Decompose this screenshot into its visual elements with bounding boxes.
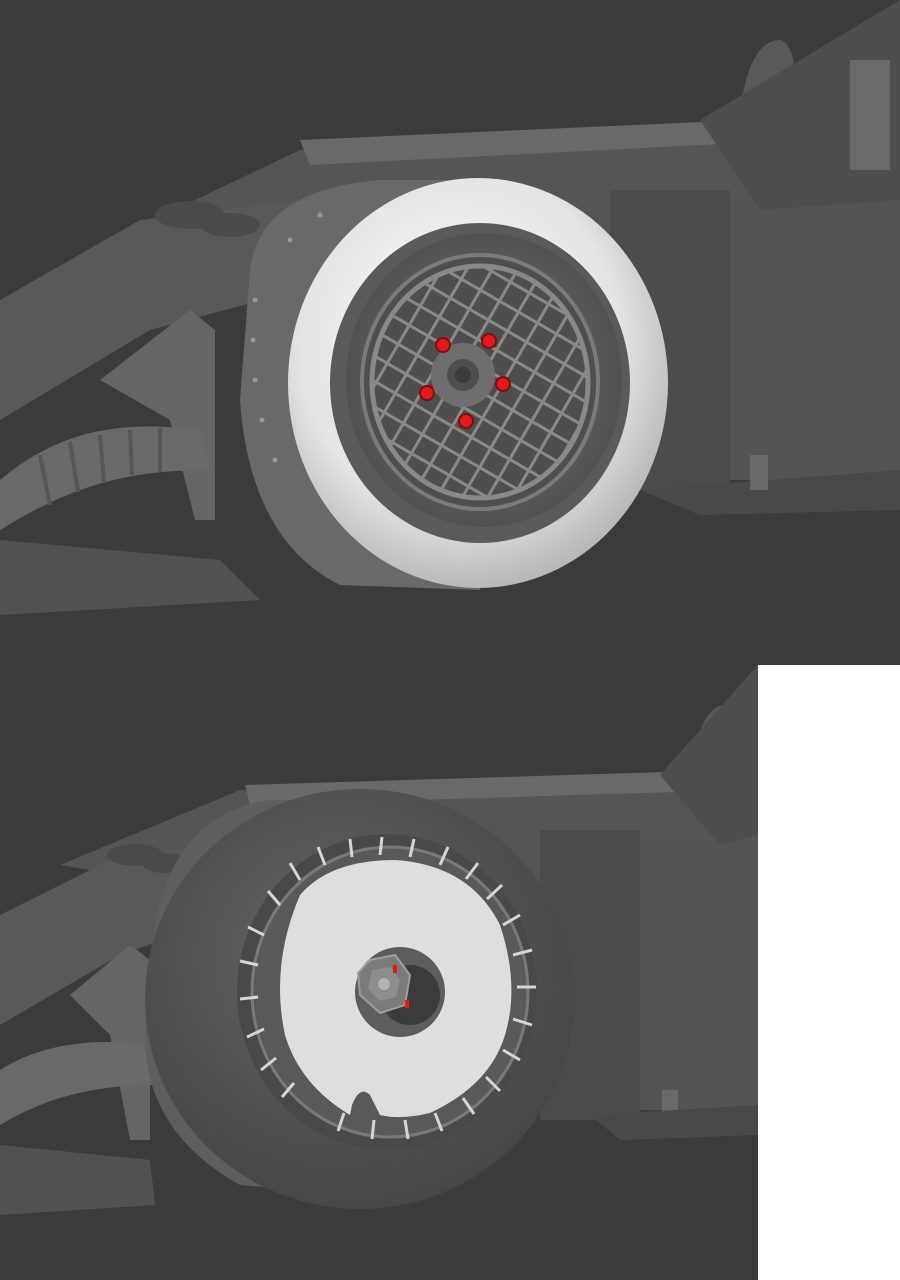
highlight-mark <box>405 1000 409 1008</box>
highlighted-lug-nuts <box>419 333 511 429</box>
highlight-mark <box>393 965 397 973</box>
top-render-panel <box>0 0 900 665</box>
top-render-image <box>0 0 900 665</box>
wheel-hub-nut <box>356 953 412 1015</box>
bottom-render-image <box>0 665 758 1280</box>
wheel-spokes <box>239 836 536 1140</box>
wheel-front-white-tire <box>288 178 668 588</box>
bottom-render-panel <box>0 665 758 1280</box>
